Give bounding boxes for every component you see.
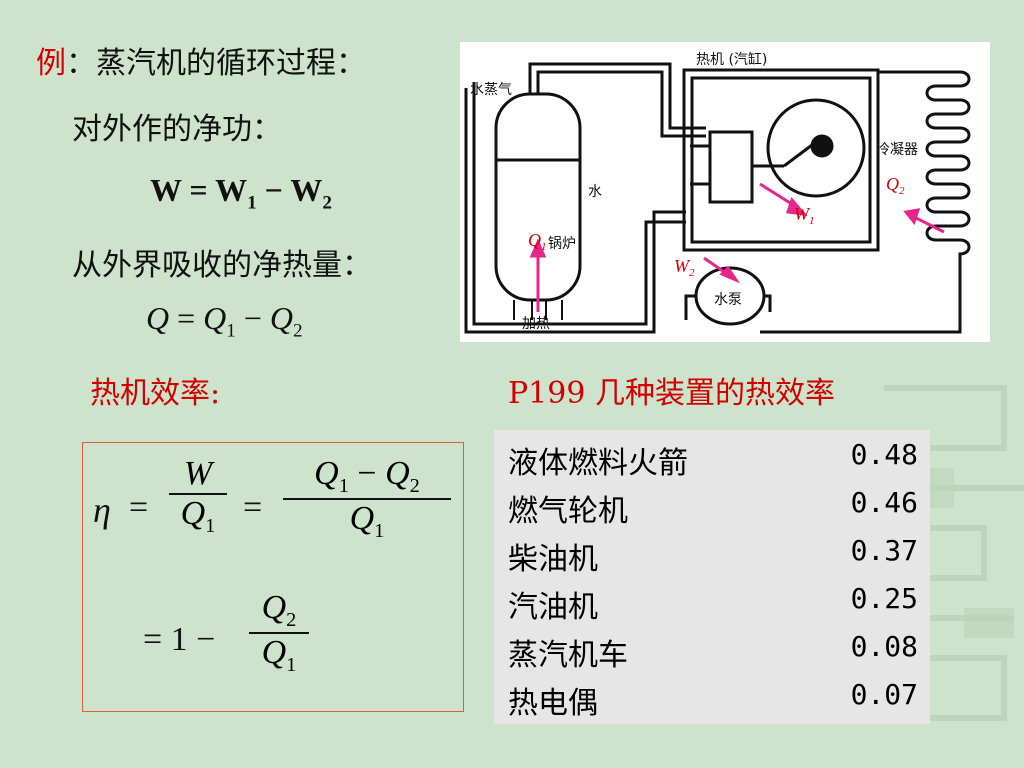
condenser-label: 冷凝器 (876, 142, 918, 158)
efficiency-value: 0.25 (850, 582, 918, 615)
device-name: 汽油机 (508, 590, 598, 625)
efficiency-table: 液体燃料火箭 0.48 燃气轮机 0.46 柴油机 0.37 汽油机 0.25 蒸汽机车 0.08… (494, 430, 930, 724)
heating-label: 加热 (522, 316, 550, 332)
efficiency-value: 0.08 (850, 630, 918, 663)
w1-label: W1 (794, 204, 815, 227)
net-work-equation: W = W1 − W2 (150, 172, 332, 214)
q1-label: Q1 (528, 230, 547, 253)
equals-sign: = (129, 489, 149, 526)
efficiency-label: 热机效率: (90, 376, 221, 411)
efficiency-value: 0.48 (850, 438, 918, 471)
table-row: 汽油机 0.25 (508, 582, 918, 630)
efficiency-value: 0.37 (850, 534, 918, 567)
reference-text: P199 几种装置的热效率 (508, 376, 835, 411)
net-heat-label: 从外界吸收的净热量： (72, 248, 372, 283)
table-row: 蒸汽机车 0.08 (508, 630, 918, 678)
equals-sign: = (243, 489, 263, 526)
cylinder (708, 130, 754, 204)
steam-label: 水蒸气 (470, 82, 512, 98)
flywheel (766, 98, 866, 198)
table-row: 燃气轮机 0.46 (508, 486, 918, 534)
device-name: 液体燃料火箭 (508, 446, 688, 481)
efficiency-value: 0.46 (850, 486, 918, 519)
engine-housing (682, 68, 880, 252)
net-work-label: 对外作的净功： (72, 112, 282, 147)
example-label: 例 (36, 46, 66, 81)
q2-arrow (911, 214, 945, 234)
w2-label: W2 (674, 256, 695, 279)
table-row: 液体燃料火箭 0.48 (508, 438, 918, 486)
table-row: 柴油机 0.37 (508, 534, 918, 582)
one-minus: = 1 − (143, 621, 216, 658)
net-heat-equation: Q = Q1 − Q2 (146, 300, 303, 342)
device-name: 热电偶 (508, 686, 598, 721)
boiler-label: 锅炉 (548, 236, 576, 252)
eta-symbol: η (93, 490, 111, 530)
table-row: 热电偶 0.07 (508, 678, 918, 726)
water-label: 水 (588, 184, 602, 200)
device-name: 燃气轮机 (508, 494, 628, 529)
device-name: 蒸汽机车 (508, 638, 628, 673)
condenser-coil (760, 70, 971, 334)
efficiency-value: 0.07 (850, 678, 918, 711)
device-name: 柴油机 (508, 542, 598, 577)
engine-label: 热机 (汽缸) (696, 51, 767, 68)
pump-label: 水泵 (714, 292, 742, 308)
steam-engine-diagram: 水蒸气 热机 (汽缸) 冷凝器 水 锅炉 加热 水泵 Q1 W1 Q2 W2 (460, 42, 990, 342)
title-text: ：蒸汽机的循环过程： (66, 46, 366, 81)
slide-title: 例：蒸汽机的循环过程： (36, 38, 366, 82)
q2-label: Q2 (886, 174, 905, 197)
steam-pipe (528, 62, 706, 130)
